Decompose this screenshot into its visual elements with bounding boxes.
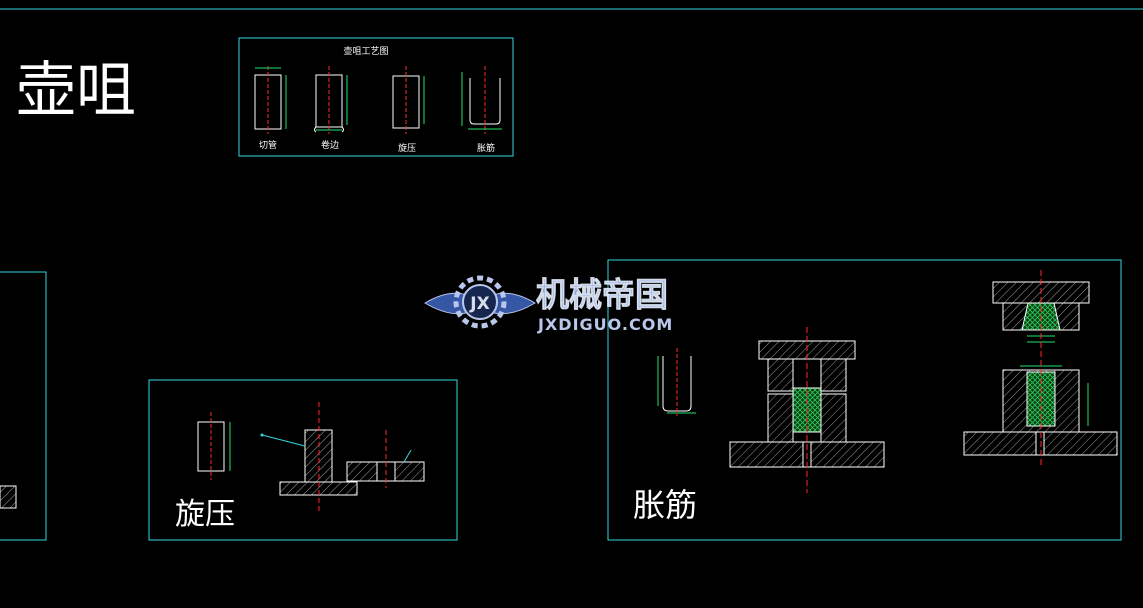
spinning-tool <box>260 402 358 512</box>
step-cut-tube-sketch <box>254 66 287 134</box>
step-label-1: 切管 <box>259 139 277 151</box>
step-label-2: 卷边 <box>321 139 339 151</box>
step-bulging-sketch <box>461 66 502 134</box>
bulged-part-sketch <box>657 348 696 416</box>
step-spinning-sketch <box>392 66 425 134</box>
watermark-name: 机械帝国 <box>536 275 668 314</box>
bulging-die-assembly-right <box>963 270 1118 468</box>
process-sheet: 壶咀工艺图 切管 卷边 旋压 <box>238 37 514 157</box>
step-label-4: 胀筋 <box>477 142 495 154</box>
spinning-panel-frame <box>148 379 458 541</box>
watermark-url: JXDIGUO.COM <box>537 315 673 334</box>
left-partial-panel <box>0 271 47 541</box>
watermark: JX 机械帝国 JXDIGUO.COM <box>424 275 673 334</box>
bulging-die-assembly <box>729 327 885 493</box>
bulging-panel-frame <box>607 259 1122 541</box>
spinning-die <box>346 430 425 488</box>
step-curling-sketch <box>314 66 348 134</box>
spinning-panel-title: 旋压 <box>175 497 235 532</box>
gear-wings-icon: JX <box>424 275 536 329</box>
bulging-panel: 胀筋 <box>607 259 1122 541</box>
bulging-panel-title: 胀筋 <box>633 486 697 524</box>
process-sheet-title: 壶咀工艺图 <box>343 45 388 57</box>
watermark-logo-letters: JX <box>469 294 489 314</box>
spinning-panel: 旋压 <box>148 379 458 541</box>
step-label-3: 旋压 <box>398 142 416 154</box>
process-sheet-frame <box>238 37 514 157</box>
main-title: 壶咀 <box>16 56 136 126</box>
